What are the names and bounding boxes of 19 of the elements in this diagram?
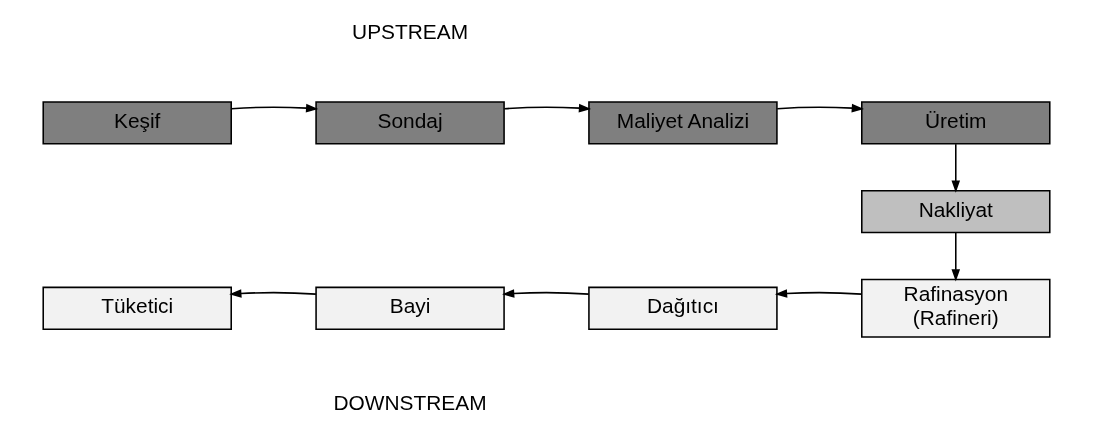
node-box: Dağıtıcı: [588, 286, 778, 330]
node-box: Rafinasyon (Rafineri): [861, 278, 1051, 338]
arrow: [229, 289, 317, 298]
node-box: Nakliyat: [861, 190, 1051, 234]
node-box: Keşif: [42, 101, 232, 145]
node-box: Üretim: [861, 101, 1051, 145]
node-box: Tüketici: [42, 286, 232, 330]
arrow: [951, 143, 961, 193]
arrow: [230, 103, 319, 113]
node-box: Bayi: [315, 286, 505, 330]
label: DOWNSTREAM: [333, 390, 487, 414]
node-box: Sondaj: [315, 101, 505, 145]
arrow: [503, 103, 592, 113]
arrow: [774, 289, 863, 298]
label: UPSTREAM: [352, 20, 469, 44]
arrow: [776, 103, 864, 113]
node-box: Maliyet Analizi: [588, 101, 778, 145]
arrow: [951, 232, 961, 282]
arrow: [502, 289, 590, 298]
